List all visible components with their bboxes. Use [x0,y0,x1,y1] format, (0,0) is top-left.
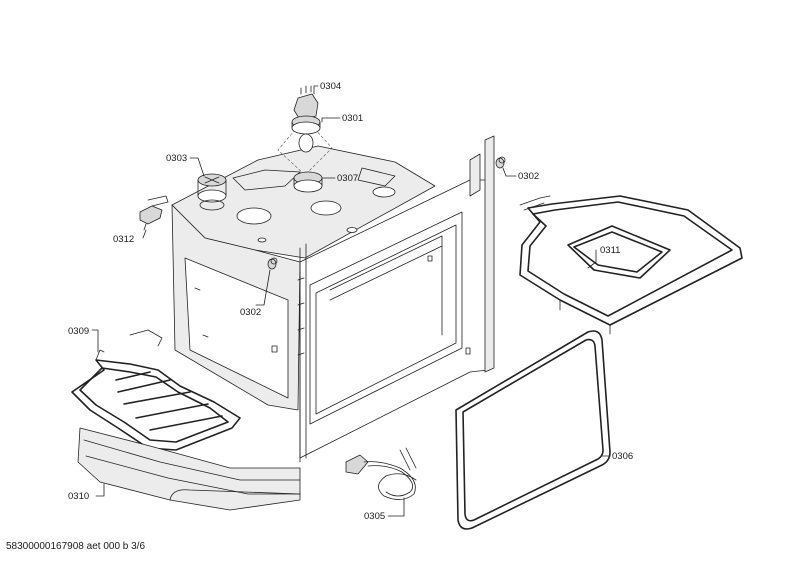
part-label-0306: 0306 [612,451,633,462]
part-label-0311: 0311 [600,245,620,256]
part-label-0305: 0305 [364,511,385,522]
plug-left [267,257,278,270]
part-label-0307: 0307 [337,173,358,184]
cable-harness [345,447,417,500]
part-labels: 0304 0301 0303 0307 0302 0312 0302 0311 … [68,81,633,522]
insulation-mat [77,427,301,511]
sensor-bracket [139,195,169,231]
part-label-0304: 0304 [320,81,341,92]
lamp-assembly [277,85,333,193]
part-label-0312: 0312 [113,234,134,245]
door-seal [455,330,611,530]
top-heating-element [519,195,743,335]
part-label-0310: 0310 [68,491,89,502]
drawing-reference-number: 58300000167908 aet 000 b 3/6 [6,541,146,552]
part-label-0303: 0303 [166,153,187,164]
bottom-heating-element [71,329,241,451]
part-label-0302-left: 0302 [240,307,261,318]
fan-holder [197,173,227,211]
part-label-0301: 0301 [342,113,363,124]
oven-cavity [171,135,495,463]
part-label-0309: 0309 [68,326,89,337]
plug-right [495,156,506,169]
part-label-0302-right: 0302 [518,171,539,182]
leader-lines [91,85,611,517]
